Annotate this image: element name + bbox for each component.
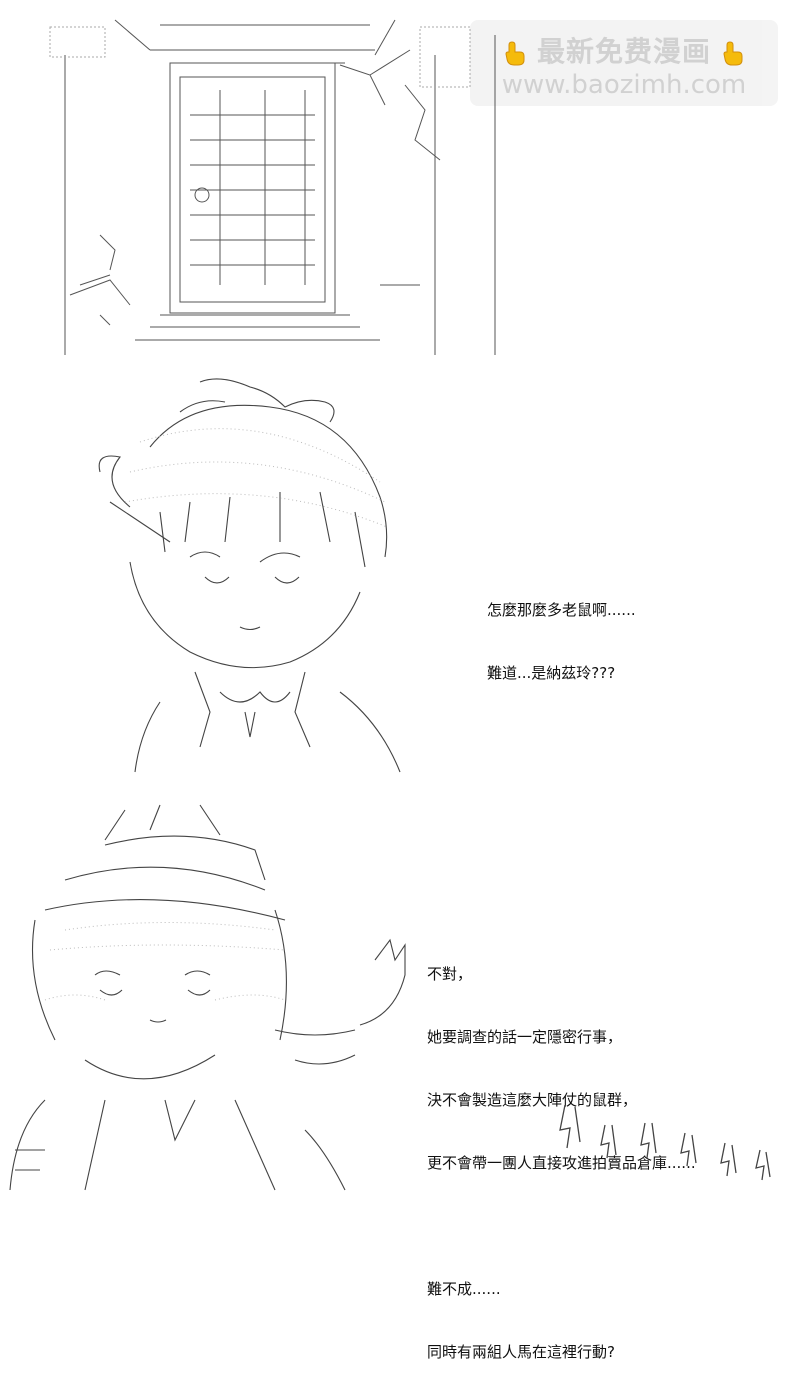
dialogue-line: 決不會製造這麼大陣仗的鼠群， — [427, 1091, 638, 1109]
panel2-dialogue: 怎麼那麼多老鼠啊...... 難道...是納茲玲??? — [487, 558, 636, 705]
watermark-title: 最新免费漫画 — [470, 30, 778, 70]
dialogue-line: 難不成...... — [427, 1280, 501, 1298]
panel-window-scene — [49, 19, 496, 355]
dialogue-line — [427, 1216, 696, 1237]
dialogue-line: 難道...是納茲玲??? — [487, 664, 616, 682]
dialogue-line: 她要調查的話一定隱密行事， — [427, 1028, 623, 1046]
watermark-url: www.baozimh.com — [501, 70, 747, 100]
watermark-title-text: 最新免费漫画 — [536, 35, 711, 68]
dialogue-line: 更不會帶一團人直接攻進拍賣品倉庫...... — [427, 1154, 696, 1172]
dialogue-line: 同時有兩組人馬在這裡行動? — [427, 1343, 615, 1361]
dialogue-line: 怎麼那麼多老鼠啊...... — [487, 601, 636, 619]
watermark-banner: 最新免费漫画 www.baozimh.com — [470, 20, 778, 106]
panel-character-portrait — [98, 378, 401, 773]
sound-effect-squiggles — [559, 1104, 771, 1181]
pointing-hand-icon — [505, 41, 525, 66]
panel-thinking-character — [9, 804, 406, 1191]
pointing-hand-icon — [723, 41, 743, 66]
dialogue-line: 不對， — [427, 965, 473, 983]
